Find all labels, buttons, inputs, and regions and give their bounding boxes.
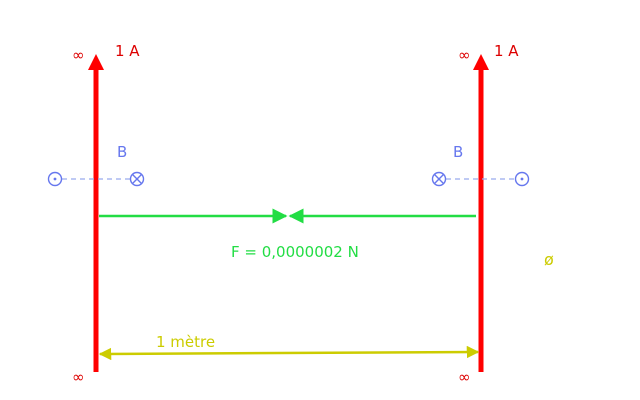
circle-dot-icon: [514, 171, 530, 187]
circle-dot-icon: [47, 171, 63, 187]
infinity-bottom-left: ∞: [72, 368, 85, 386]
diameter-symbol: ø: [544, 250, 554, 269]
field-label-left: B: [117, 143, 127, 161]
current-label-left: 1 A: [115, 42, 140, 60]
field-label-right: B: [453, 143, 463, 161]
circle-cross-icon: [431, 171, 447, 187]
distance-arrow: [98, 345, 480, 361]
current-label-right: 1 A: [494, 42, 519, 60]
infinity-bottom-right: ∞: [458, 368, 471, 386]
distance-label: 1 mètre: [156, 333, 215, 351]
infinity-top-right: ∞: [458, 46, 471, 64]
infinity-top-left: ∞: [72, 46, 85, 64]
force-label: F = 0,0000002 N: [231, 243, 359, 261]
circle-cross-icon: [129, 171, 145, 187]
